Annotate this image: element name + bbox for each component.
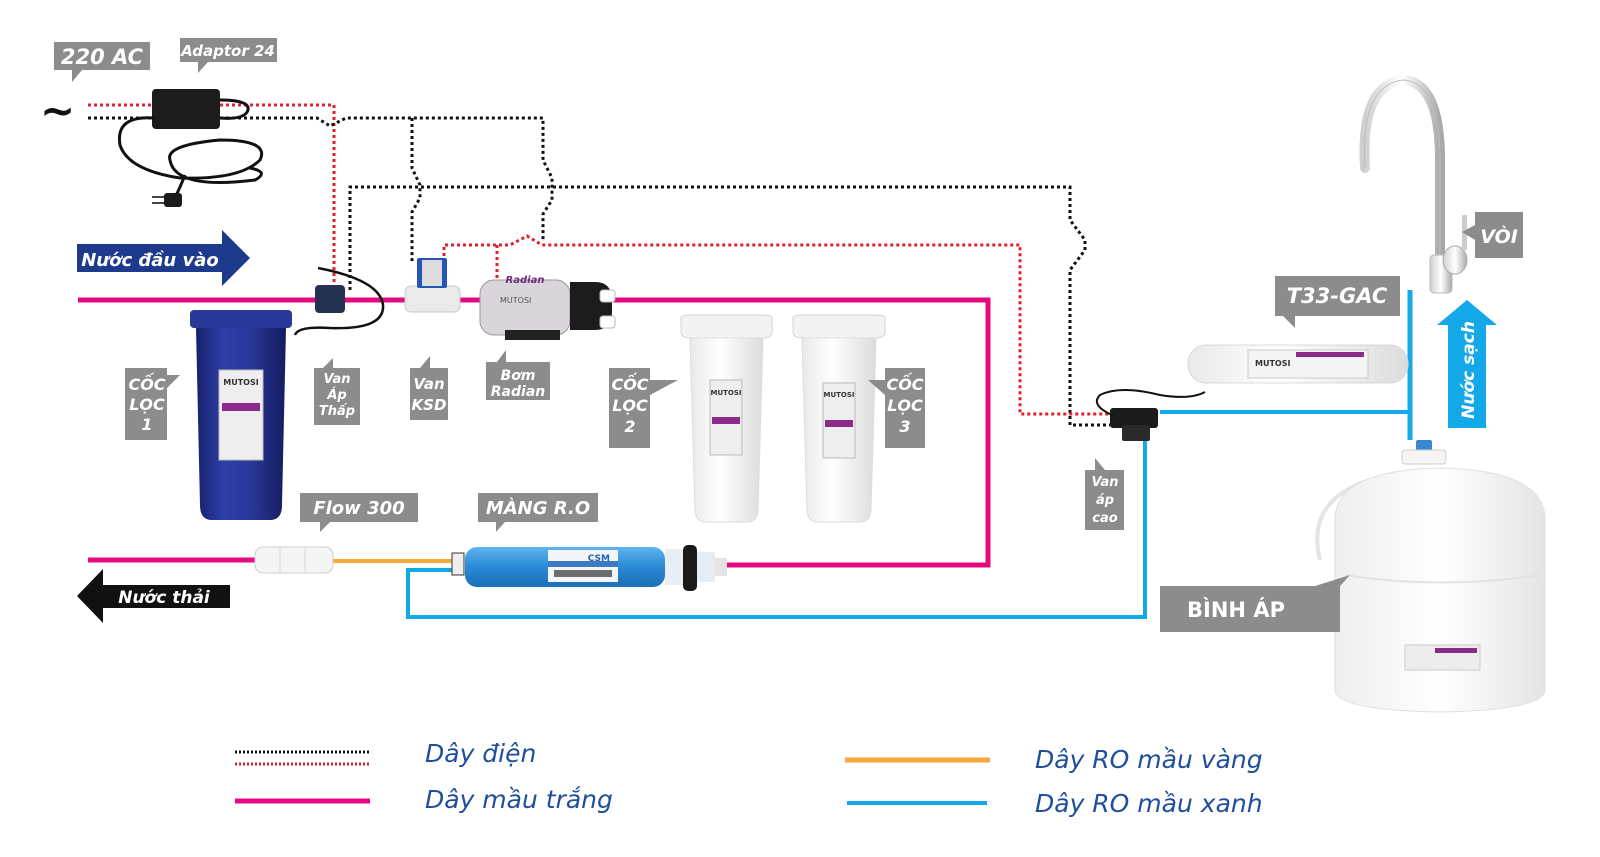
ro-membrane-icon: CSM [451, 545, 727, 591]
svg-text:1: 1 [141, 415, 152, 434]
power-adaptor-icon [117, 89, 264, 207]
svg-text:Nước thải: Nước thải [118, 588, 211, 608]
filter-cup-2-callout: CỐC LỌC 2 [609, 368, 678, 448]
legend-item-electric: Dây điện [235, 739, 536, 768]
flow-restrictor-callout: Flow 300 [300, 493, 418, 532]
inlet-arrow: Nước đầu vào [77, 230, 250, 286]
svg-text:T33-GAC: T33-GAC [1287, 284, 1388, 308]
svg-text:2: 2 [624, 417, 635, 436]
legend-item-ro-yellow: Dây RO mầu vàng [845, 745, 1263, 774]
adaptor-callout: Adaptor 24 [180, 38, 277, 73]
svg-text:MÀNG R.O: MÀNG R.O [486, 497, 590, 519]
svg-text:Áp: Áp [326, 387, 346, 403]
wire-black-ksd [410, 118, 422, 262]
wire-red-ac [88, 103, 336, 295]
svg-text:MUTOSI: MUTOSI [823, 391, 854, 399]
svg-text:BÌNH ÁP: BÌNH ÁP [1187, 597, 1285, 622]
filter-cup-3-callout: CỐC LỌC 3 [868, 368, 925, 448]
svg-text:Dây mầu trắng: Dây mầu trắng [425, 785, 613, 814]
low-pressure-valve-callout: Van Áp Thấp [314, 358, 360, 425]
wire-red-pump [442, 234, 1110, 416]
tube-blue-ro [406, 430, 1147, 619]
ksd-valve-callout: Van KSD [410, 356, 448, 420]
filter-cup-2-icon: MUTOSI [680, 314, 773, 523]
low-pressure-valve-icon [293, 266, 385, 336]
svg-text:Dây RO mầu xanh: Dây RO mầu xanh [1035, 789, 1263, 818]
svg-text:Nước đầu vào: Nước đầu vào [81, 250, 219, 271]
svg-text:KSD: KSD [412, 396, 447, 414]
ro-membrane-callout: MÀNG R.O [478, 493, 598, 532]
svg-text:Nước sạch: Nước sạch [1459, 321, 1479, 419]
svg-text:Flow 300: Flow 300 [313, 498, 404, 519]
svg-text:Radian: Radian [506, 275, 545, 286]
svg-text:Bơm: Bơm [501, 368, 536, 384]
svg-text:220 AC: 220 AC [61, 45, 144, 69]
svg-text:Van: Van [1091, 475, 1118, 490]
svg-text:Van: Van [413, 375, 444, 393]
svg-text:Dây RO mầu vàng: Dây RO mầu vàng [1035, 745, 1263, 774]
clean-water-arrow: Nước sạch [1437, 300, 1497, 428]
svg-text:LỌC: LỌC [129, 395, 165, 414]
svg-text:MUTOSI: MUTOSI [710, 389, 741, 397]
svg-text:MUTOSI: MUTOSI [500, 296, 531, 305]
svg-text:cao: cao [1092, 511, 1117, 526]
svg-text:3: 3 [899, 417, 910, 436]
svg-text:VÒI: VÒI [1480, 224, 1518, 248]
flow-restrictor-icon [254, 546, 334, 574]
ac-label-callout: 220 AC [54, 42, 150, 82]
legend: Dây điện Dây mầu trắng Dây RO mầu vàng D… [235, 739, 1263, 818]
pump-radian-icon: Radian MUTOSI [479, 275, 616, 340]
t33-gac-filter-icon: MUTOSI [1187, 344, 1409, 384]
svg-text:CỐC: CỐC [886, 373, 923, 394]
electric-wires [88, 103, 1110, 427]
waste-arrow: Nước thải [77, 569, 230, 623]
svg-text:CỐC: CỐC [611, 373, 648, 394]
filter-cup-1-icon: MUTOSI [190, 310, 292, 520]
high-pressure-valve-icon [1096, 389, 1206, 441]
svg-text:Radian: Radian [491, 384, 545, 400]
filter-cup-3-icon: MUTOSI [792, 314, 886, 523]
svg-text:LỌC: LỌC [612, 396, 648, 415]
faucet-icon [1359, 74, 1468, 294]
faucet-callout: VÒI [1462, 212, 1523, 258]
wire-black-ac [88, 116, 554, 240]
legend-item-ro-blue: Dây RO mầu xanh [847, 789, 1263, 818]
svg-text:CỐC: CỐC [128, 373, 165, 394]
t33-gac-callout: T33-GAC [1275, 276, 1400, 328]
svg-text:CSM: CSM [588, 554, 610, 564]
svg-text:Van: Van [323, 372, 350, 387]
svg-text:MUTOSI: MUTOSI [223, 378, 258, 387]
pump-callout: Bơm Radian [486, 350, 550, 400]
svg-text:Thấp: Thấp [319, 404, 355, 419]
pressure-tank-icon [1315, 440, 1546, 713]
wire-black-loop [348, 185, 1110, 427]
high-pressure-valve-callout: Van áp cao [1085, 458, 1124, 530]
svg-text:Adaptor 24: Adaptor 24 [180, 42, 275, 60]
filter-cup-1-callout: CỐC LỌC 1 [125, 368, 180, 440]
pressure-tank-callout: BÌNH ÁP [1160, 575, 1350, 632]
svg-text:MUTOSI: MUTOSI [1255, 359, 1290, 368]
svg-text:áp: áp [1096, 493, 1114, 508]
ksd-valve-icon [404, 258, 461, 313]
svg-text:Dây điện: Dây điện [425, 739, 536, 768]
ac-symbol: ~ [40, 86, 75, 135]
legend-item-white-tube: Dây mầu trắng [235, 785, 613, 814]
svg-text:LỌC: LỌC [887, 396, 923, 415]
